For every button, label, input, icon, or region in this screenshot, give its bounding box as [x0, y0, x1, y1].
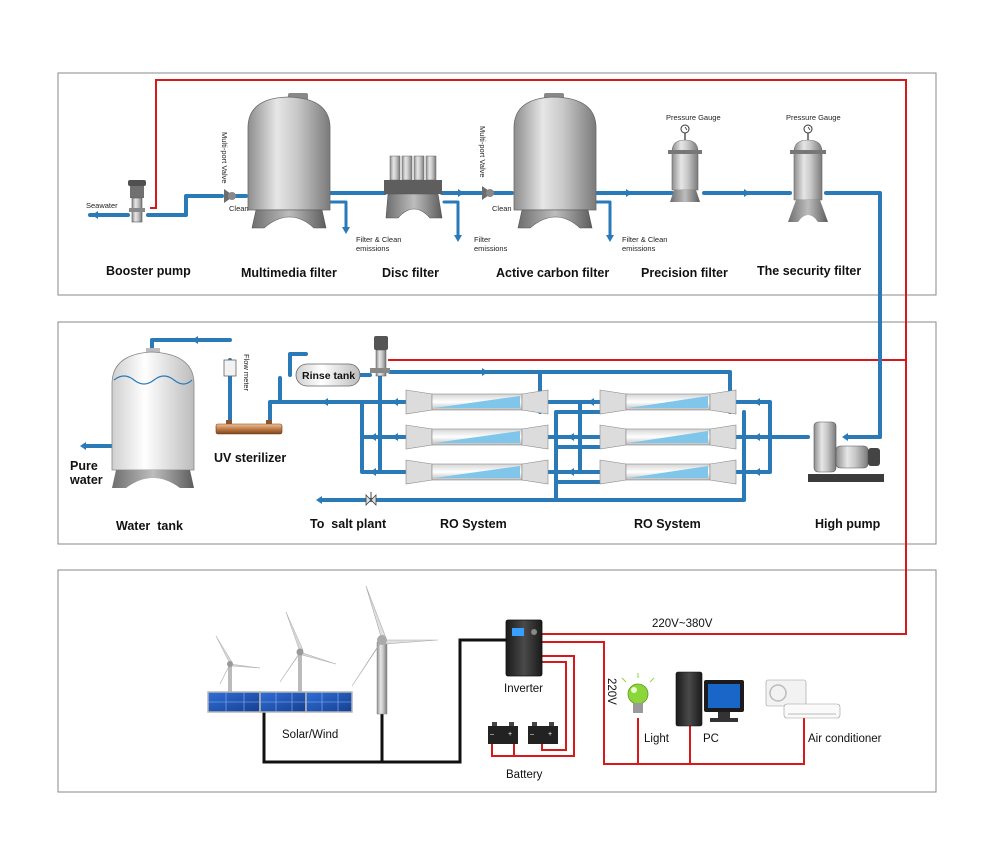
battery-icon: – + — [528, 722, 558, 744]
drain-disc — [442, 200, 460, 238]
ro-system-label-2: RO System — [634, 517, 701, 531]
battery-wire — [491, 655, 575, 757]
disc-filter-icon — [384, 155, 443, 219]
clean-label-2: Clean — [492, 204, 512, 213]
flow-meter-icon — [223, 359, 237, 424]
light-bulb-icon — [621, 673, 655, 713]
solar-wind-label: Solar/Wind — [282, 729, 338, 741]
pretreatment-panel — [57, 72, 937, 296]
pipe-ro-feed — [734, 400, 810, 474]
high-pump-label: High pump — [815, 517, 881, 531]
ro-membrane — [405, 459, 549, 485]
filter-clean-emissions-label-2b: emissions — [622, 244, 656, 253]
ro-membrane — [599, 389, 737, 415]
pressure-gauge-label-2: Pressure Gauge — [786, 113, 841, 122]
ro-membrane-group-left — [405, 389, 549, 485]
pressure-gauge-label-1: Pressure Gauge — [666, 113, 721, 122]
drain-multimedia — [328, 200, 348, 230]
precision-filter-icon — [668, 124, 702, 202]
to-salt-plant-label: To salt plant — [310, 517, 387, 531]
multiport-valve-label-2: Multi-port Valve — [478, 126, 487, 178]
ro-system-label-1: RO System — [440, 517, 507, 531]
wind-turbine-icon — [351, 585, 439, 715]
carbon-filter-tank-icon — [482, 93, 597, 229]
svg-text:–: – — [490, 731, 494, 738]
air-conditioner-icon — [765, 679, 841, 719]
power-line-main — [150, 79, 907, 635]
booster-pump-icon — [128, 180, 146, 223]
inverter-label: Inverter — [504, 683, 543, 695]
air-conditioner-label: Air conditioner — [808, 733, 882, 745]
battery-icon: – + — [488, 722, 518, 744]
ro-membrane — [405, 424, 549, 450]
filter-clean-emissions-label-1b: emissions — [356, 244, 390, 253]
filter-clean-emissions-label-2a: Filter & Clean — [622, 235, 667, 244]
pipe-rinse — [278, 352, 372, 404]
clean-label-1: Clean — [229, 204, 249, 213]
filter-emissions-label-b: emissions — [474, 244, 508, 253]
pipe-to-uv — [268, 400, 364, 426]
salt-valve-icon — [365, 492, 377, 506]
pc-label: PC — [703, 733, 719, 745]
water-tank-label: Water tank — [116, 519, 183, 533]
filter-clean-emissions-label-1a: Filter & Clean — [356, 235, 401, 244]
ro-membrane — [599, 424, 737, 450]
battery-label: Battery — [506, 769, 543, 781]
pc-icon — [675, 671, 744, 727]
ac-wire-220v — [542, 641, 805, 765]
voltage-main-label: 220V~380V — [652, 618, 713, 630]
seawater-label: Seawater — [86, 201, 118, 210]
multimedia-filter-label: Multimedia filter — [241, 266, 337, 280]
drain-carbon — [594, 200, 612, 238]
rinse-tank-label: Rinse tank — [302, 370, 355, 382]
high-pump-icon — [808, 421, 884, 482]
rinse-pump-icon — [370, 336, 390, 377]
multiport-valve-label-1: Multi-port Valve — [220, 132, 229, 184]
uv-sterilizer-icon — [215, 420, 283, 435]
voltage-220-label: 220V — [605, 678, 617, 705]
rinse-tank-icon — [295, 363, 361, 387]
light-label: Light — [644, 733, 670, 745]
multimedia-filter-tank-icon — [224, 93, 331, 229]
pure-water-label-1: Pure — [70, 459, 98, 473]
inverter-icon — [505, 619, 543, 677]
solar-panel-icon — [207, 691, 353, 713]
uv-sterilizer-label: UV sterilizer — [214, 451, 286, 465]
active-carbon-filter-label: Active carbon filter — [496, 266, 609, 280]
booster-pump-label: Booster pump — [106, 264, 191, 278]
svg-text:+: + — [548, 731, 552, 738]
ro-membrane — [405, 389, 549, 415]
security-filter-icon — [788, 124, 828, 222]
security-filter-label: The security filter — [757, 264, 861, 278]
filter-emissions-label-a: Filter — [474, 235, 491, 244]
pure-water-label-2: water — [69, 473, 103, 487]
pipe-ro-concentrate — [554, 410, 746, 502]
ro-membrane-group-right — [599, 389, 737, 485]
svg-text:+: + — [508, 731, 512, 738]
water-tank-icon — [111, 348, 195, 488]
svg-text:–: – — [530, 731, 534, 738]
flow-meter-label: Flow meter — [242, 354, 251, 392]
precision-filter-label: Precision filter — [641, 266, 728, 280]
ro-membrane — [599, 459, 737, 485]
disc-filter-label: Disc filter — [382, 266, 439, 280]
